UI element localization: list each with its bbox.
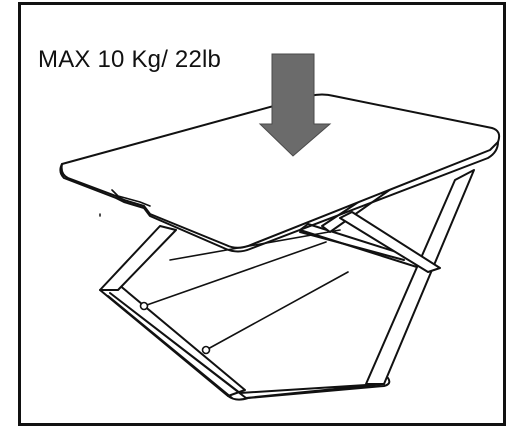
right-x-frame (339, 169, 475, 385)
desk-platform (59, 93, 501, 253)
cross-rods (139, 229, 349, 355)
base-frame (99, 283, 391, 401)
max-load-label: MAX 10 Kg/ 22lb (38, 46, 222, 73)
down-arrow-icon (258, 53, 332, 157)
left-front-leg (99, 225, 177, 291)
